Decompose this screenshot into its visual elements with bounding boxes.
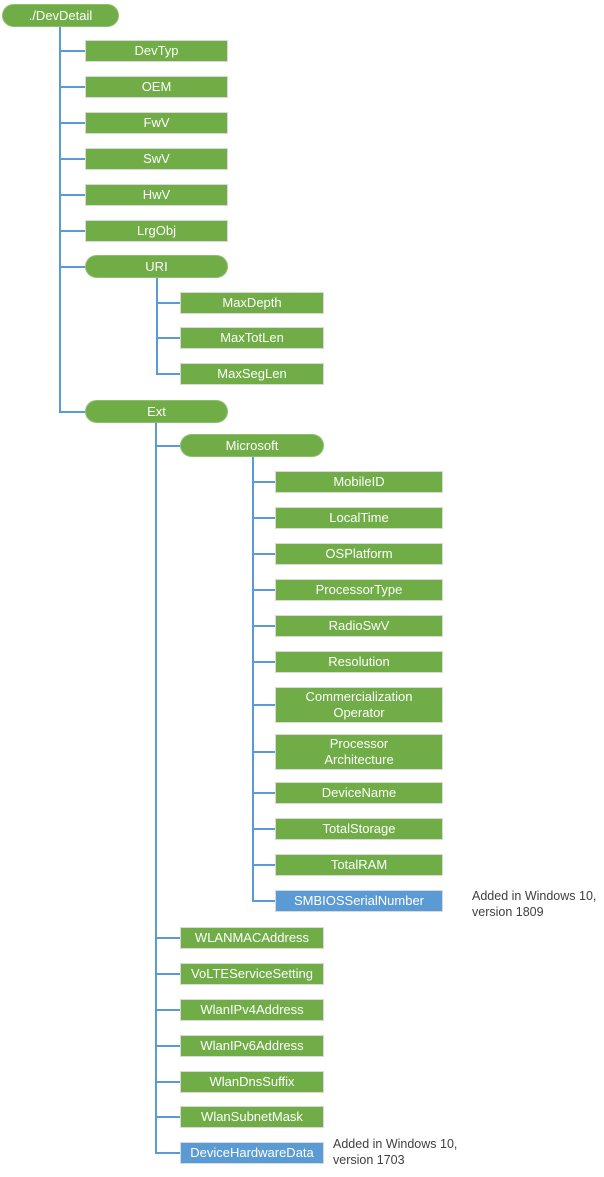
node-processortype: ProcessorType [275, 579, 443, 601]
node-fwv: FwV [85, 112, 228, 134]
node-commercialization-operator: Commercialization Operator [275, 687, 443, 723]
node-wlandnssuffix: WlanDnsSuffix [180, 1071, 324, 1093]
node-maxtotlen: MaxTotLen [180, 327, 324, 349]
connector-stub-fwv [60, 122, 85, 124]
connector-stub-osplatform [253, 553, 275, 555]
connector-stub-uri [60, 265, 85, 268]
connector-stub-radioswv [253, 625, 275, 627]
connector-stub-devtyp [60, 50, 85, 52]
node-wlanipv4address: WlanIPv4Address [180, 999, 324, 1021]
connector-stub-wlanipv4address [156, 1009, 180, 1011]
node-mobileid: MobileID [275, 471, 443, 493]
connector-stub-wlandnssuffix [156, 1081, 180, 1083]
connector-stub-devicehardwaredata [156, 1152, 180, 1154]
node-ext: Ext [85, 400, 228, 423]
connector-stub-wlanmacaddress [156, 937, 180, 939]
node-devdetail: ./DevDetail [2, 4, 119, 27]
connector-stub-resolution [253, 661, 275, 663]
connector-stub-lrgobj [60, 230, 85, 232]
node-devtyp: DevTyp [85, 40, 228, 62]
connector-stub-devicename [253, 792, 275, 794]
connector-stub-oem [60, 86, 85, 88]
connector-trunk-uri [156, 278, 158, 375]
connector-stub-maxtotlen [157, 337, 180, 339]
node-totalstorage: TotalStorage [275, 818, 443, 840]
node-radioswv: RadioSwV [275, 615, 443, 637]
connector-stub-microsoft [156, 444, 180, 447]
connector-stub-maxseglen [157, 373, 180, 375]
connector-stub-hwv [60, 194, 85, 196]
connector-stub-processortype [253, 589, 275, 591]
connector-stub-commercialization-operator [253, 704, 275, 706]
connector-stub-voltservicesetting [156, 973, 180, 975]
node-devicename: DeviceName [275, 782, 443, 804]
connector-stub-totalram [253, 864, 275, 866]
connector-stub-totalstorage [253, 828, 275, 830]
connector-stub-wlanipv6address [156, 1045, 180, 1047]
connector-stub-mobileid [253, 481, 275, 483]
node-totalram: TotalRAM [275, 854, 443, 876]
node-localtime: LocalTime [275, 507, 443, 529]
node-oem: OEM [85, 76, 228, 98]
note-smbiosserialnumber: Added in Windows 10, version 1809 [472, 889, 597, 919]
node-voltservicesetting: VoLTEServiceSetting [180, 963, 324, 985]
connector-trunk-devdetail [59, 27, 61, 413]
connector-stub-maxdepth [157, 302, 180, 304]
node-microsoft: Microsoft [180, 434, 324, 457]
connector-stub-processor-architecture [253, 751, 275, 753]
node-maxseglen: MaxSegLen [180, 363, 324, 385]
node-processor-architecture: Processor Architecture [275, 734, 443, 770]
node-wlanipv6address: WlanIPv6Address [180, 1035, 324, 1057]
connector-stub-smbiosserialnumber [253, 900, 275, 902]
node-resolution: Resolution [275, 651, 443, 673]
node-osplatform: OSPlatform [275, 543, 443, 565]
connector-stub-wlansubnetmask [156, 1116, 180, 1118]
node-hwv: HwV [85, 184, 228, 206]
node-swv: SwV [85, 148, 228, 170]
connector-trunk-ext [155, 423, 157, 1154]
node-smbiosserialnumber: SMBIOSSerialNumber [275, 890, 443, 912]
node-wlansubnetmask: WlanSubnetMask [180, 1106, 324, 1128]
node-devicehardwaredata: DeviceHardwareData [180, 1142, 324, 1164]
node-maxdepth: MaxDepth [180, 292, 324, 314]
connector-stub-ext [60, 410, 85, 413]
note-devicehardwaredata: Added in Windows 10, version 1703 [333, 1137, 458, 1167]
connector-trunk-microsoft [252, 457, 254, 902]
connector-stub-swv [60, 158, 85, 160]
node-lrgobj: LrgObj [85, 220, 228, 242]
connector-stub-localtime [253, 517, 275, 519]
node-uri: URI [85, 255, 228, 278]
node-wlanmacaddress: WLANMACAddress [180, 927, 324, 949]
